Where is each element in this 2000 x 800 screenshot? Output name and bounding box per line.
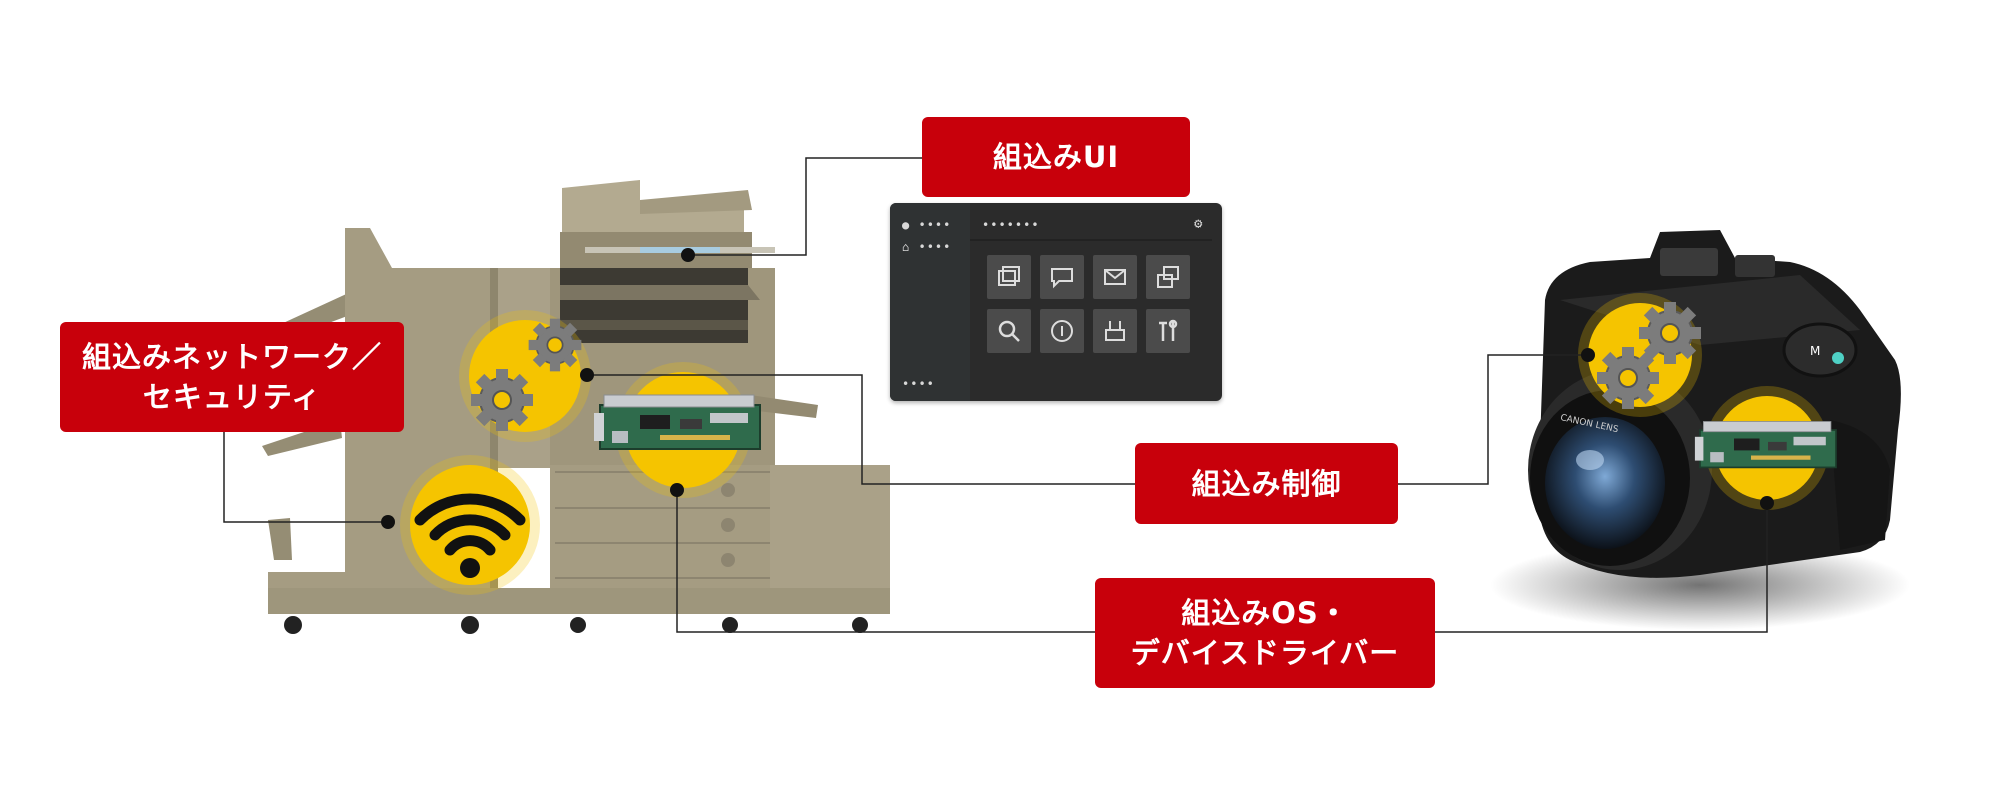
printer-control-highlight — [459, 310, 591, 442]
search-icon[interactable] — [987, 309, 1031, 353]
gear-icon — [1596, 346, 1660, 410]
wifi-icon — [414, 493, 526, 556]
label-embedded-os-drivers: 組込みOS・ デバイスドライバー — [1095, 578, 1435, 688]
panel-user-row: ● •••• — [902, 218, 952, 232]
leader-lines — [223, 157, 1768, 633]
mail-icon[interactable] — [1093, 255, 1137, 299]
info-icon[interactable] — [1040, 309, 1084, 353]
user-icon: ● — [902, 218, 911, 232]
copy-icon[interactable] — [1146, 255, 1190, 299]
printer-board-highlight — [593, 362, 761, 498]
panel-home-row: ⌂ •••• — [902, 240, 952, 254]
panel-title: ••••••• — [982, 218, 1040, 232]
photo-icon[interactable] — [987, 255, 1031, 299]
printer-network-highlight — [400, 455, 540, 595]
gear-icon[interactable]: ⚙ — [1194, 216, 1204, 232]
operation-panel-screen: ● •••• ⌂ •••• ••••••• ⚙ •••• — [890, 203, 1222, 401]
panel-sidebar — [890, 203, 970, 401]
circuit-board-icon — [593, 394, 761, 450]
circuit-board-icon — [1694, 420, 1837, 469]
label-embedded-network-security: 組込みネットワーク／ セキュリティ — [60, 322, 404, 432]
leader-dots — [381, 248, 1774, 529]
camera-control-highlight — [1578, 293, 1702, 417]
home-icon: ⌂ — [902, 240, 911, 254]
chat-icon[interactable] — [1040, 255, 1084, 299]
print-icon[interactable] — [1093, 309, 1137, 353]
tools-icon[interactable] — [1146, 309, 1190, 353]
camera-board-highlight — [1694, 386, 1837, 510]
panel-footer: •••• — [902, 377, 935, 391]
label-embedded-control: 組込み制御 — [1135, 443, 1398, 524]
mode-dial-label: M — [1810, 344, 1820, 358]
panel-title-bar — [970, 221, 1212, 241]
gear-icon — [527, 317, 583, 373]
gear-icon — [470, 368, 534, 432]
label-embedded-ui: 組込みUI — [922, 117, 1190, 197]
